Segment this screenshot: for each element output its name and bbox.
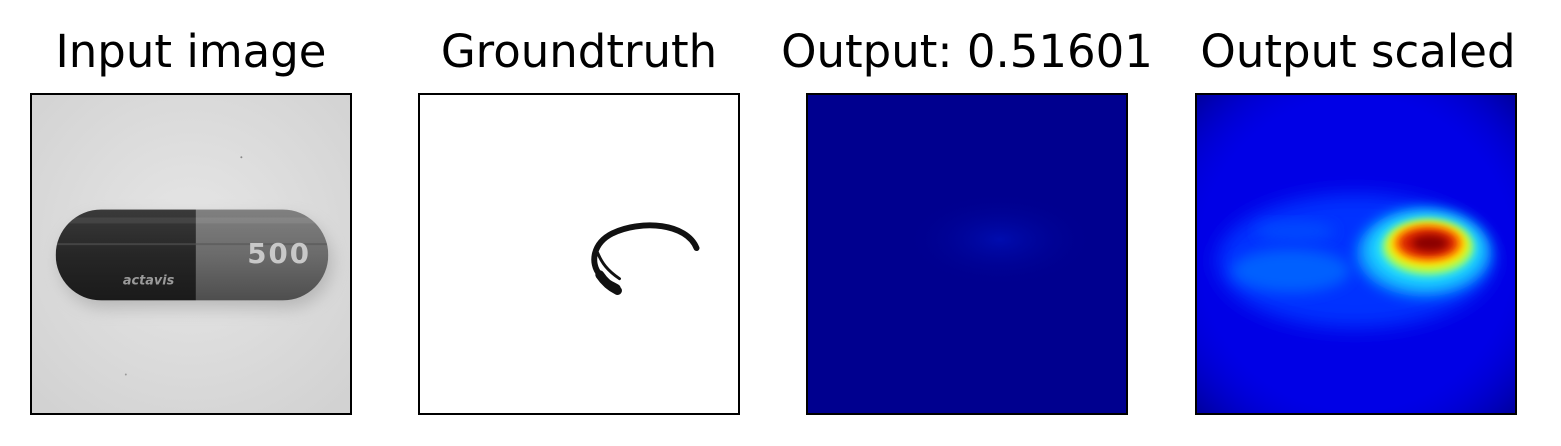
capsule-photo: 500 actavis — [32, 95, 350, 413]
output-heatmap — [808, 95, 1126, 413]
output-heatmap-panel — [806, 93, 1128, 415]
groundtruth-mask — [420, 95, 738, 413]
capsule-brand-print: actavis — [123, 274, 175, 289]
output-title: Output: 0.51601 — [781, 25, 1153, 78]
output-scaled-heatmap — [1197, 95, 1515, 413]
groundtruth-title: Groundtruth — [440, 25, 718, 78]
groundtruth-panel — [418, 93, 740, 415]
output-scaled-title: Output scaled — [1200, 25, 1516, 78]
input-image-panel: 500 actavis — [30, 93, 352, 415]
input-image-title: Input image — [55, 25, 327, 78]
capsule-number-print: 500 — [247, 237, 311, 270]
output-scaled-panel — [1195, 93, 1517, 415]
